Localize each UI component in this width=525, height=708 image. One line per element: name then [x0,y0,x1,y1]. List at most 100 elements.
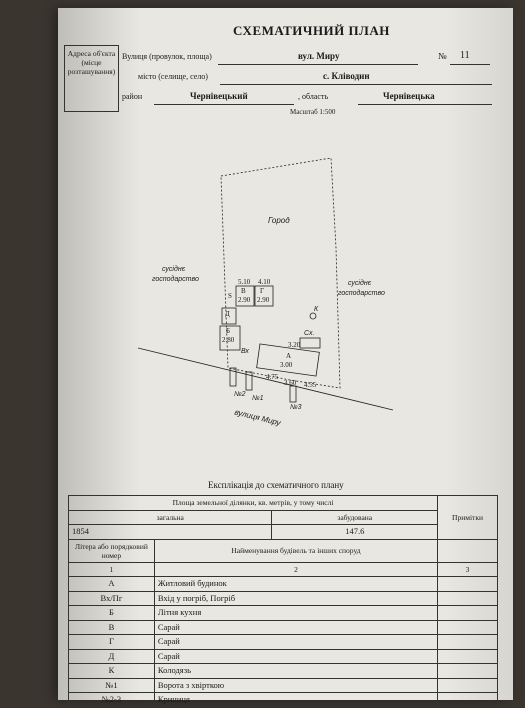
row-code: Б [68,605,155,621]
row-code: Г [68,634,155,650]
gate-3-label: №3 [290,404,302,411]
row-name: Колодязь [153,663,439,679]
neighbor-right-1: сусіднє [348,280,372,287]
row-note [437,605,498,621]
building-v [235,285,255,307]
total-value: 1854 [67,524,273,540]
well [309,312,317,320]
dim-2: 4.75 [266,373,279,381]
row-name: Житловий будинок [153,576,439,592]
explication-title: Експлікація до схематичного плану [208,480,344,490]
document-title: СХЕМАТИЧНИЙ ПЛАН [233,23,390,38]
row-name: Сарай [153,619,439,635]
top-dim-1: 5.10 [238,278,251,286]
row-code: №1 [68,677,155,693]
dim-1: 3.20 [288,341,301,349]
total-label: загальна [67,509,273,525]
street-underline [218,64,418,65]
gate-2-label: №2 [234,391,246,398]
building-sx [299,337,321,349]
gate-3 [289,385,297,403]
address-box-label: Адреса об'єкта (місце розташування) [67,49,116,76]
built-value: 147.6 [271,524,439,540]
district-label: район [122,92,143,101]
built-label: забудована [271,509,439,525]
street-label: Вулиця (провулок, площа) [122,52,212,61]
number-value: 11 [460,50,470,61]
building-g-letter: Г [260,287,265,295]
row-name: Сарай [153,648,439,664]
neighbor-left-2: господарство [152,276,199,283]
row-code: Д [68,648,155,664]
s-letter: S [228,292,232,300]
row-note [437,634,498,650]
plot-boundary [220,157,341,389]
building-b-letter: Б [226,327,231,335]
district-value: Чернівецький [190,91,248,101]
row-note [437,590,498,606]
row-note [437,576,498,592]
garden-label: Город [268,216,290,225]
area-header: Площа земельної ділянки, кв. метрів, у т… [67,495,439,511]
col-3-header: 3 [437,561,498,577]
document-sheet: СХЕМАТИЧНИЙ ПЛАН Адреса об'єкта (місце р… [58,8,513,708]
row-note [437,677,498,693]
row-code: К [68,663,155,679]
building-a [256,343,320,377]
building-a-letter: А [286,352,292,360]
row-note [437,663,498,679]
building-d [221,307,237,325]
building-b-dim: 2.80 [222,336,235,344]
neighbor-left-1: сусіднє [162,266,186,273]
explication-table: Площа земельної ділянки, кв. метрів, у т… [67,495,498,708]
scale-label: Масштаб 1:500 [290,108,336,116]
building-v-letter: В [241,287,246,295]
row-note [437,619,498,635]
building-g-dim: 2.90 [257,296,270,304]
dim-3: 4.55 [304,381,317,389]
city-underline [220,84,492,85]
row-name: Літня кухня [153,605,439,621]
col-2-header: 2 [153,561,439,577]
building-g [254,285,274,307]
row-code: В [68,619,155,635]
building-d-letter: Д [225,310,230,318]
region-value: Чернівецька [383,91,435,101]
number-label: № [438,51,447,61]
row-name: Ворота з хвірткою [153,677,439,693]
address-box: Адреса об'єкта (місце розташування) [64,45,119,112]
district-underline [154,104,294,105]
building-b [219,325,241,351]
row-code: Вх/Пг [68,590,155,606]
gate-1 [245,371,253,391]
number-underline [450,64,490,65]
building-a-dim: 3.00 [280,361,293,369]
region-label: , область [298,92,329,101]
building-v-dim: 2.90 [238,296,251,304]
bx-label: Вх [241,348,249,355]
notes-empty-cell [437,538,498,563]
row-name: Вхід у погріб, Погріб [153,590,439,606]
row-name: Сарай [153,634,439,650]
well-label: К [314,306,319,313]
city-value: с. Кліводин [323,71,370,81]
dim-4: 3.60 [284,379,297,387]
letter-header: Літера або порядковий номер [68,538,155,563]
street-value: вул. Миру [298,51,340,61]
name-header: Найменування будівель та інших споруд [153,538,439,563]
site-plan [137,157,394,411]
row-code: А [68,576,155,592]
street-line [137,347,394,411]
row-note [437,648,498,664]
top-dim-2: 4.10 [258,278,271,286]
sx-label: Сх. [304,330,315,337]
